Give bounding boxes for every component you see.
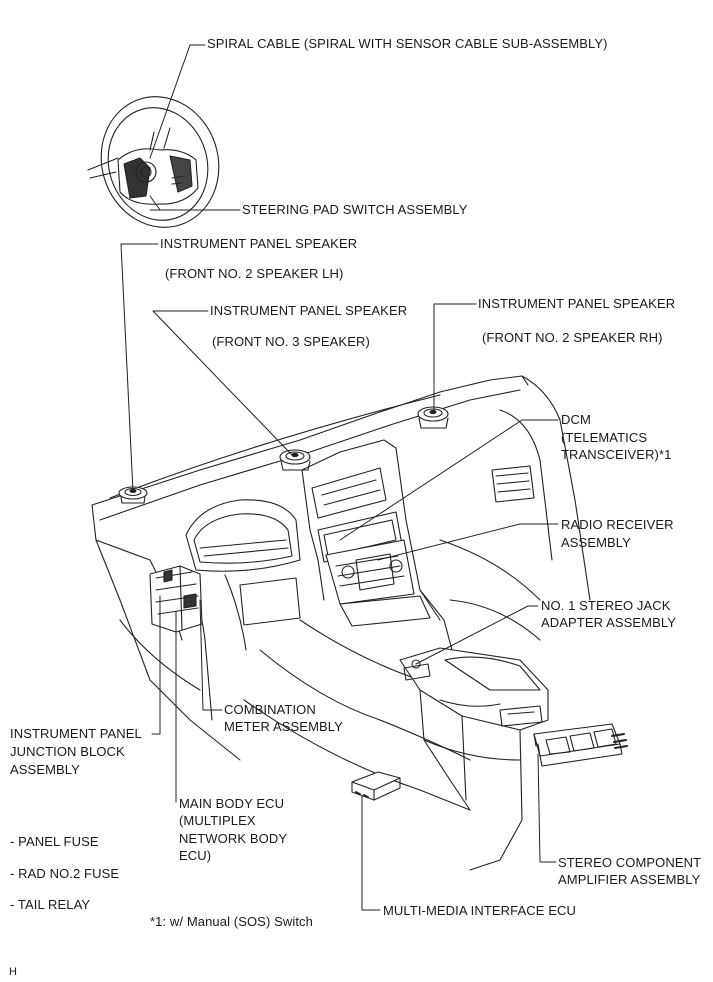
- instrument-panel: [91, 375, 591, 871]
- steering-wheel: [87, 96, 220, 228]
- label-main-body-ecu-line4: ECU): [179, 848, 212, 863]
- label-ip-speaker-no3-sub: (FRONT NO. 3 SPEAKER): [212, 334, 370, 349]
- label-ip-speaker-lh-sub: (FRONT NO. 2 SPEAKER LH): [165, 266, 344, 281]
- label-ip-speaker-rh-sub: (FRONT NO. 2 SPEAKER RH): [482, 330, 663, 345]
- footnote: *1: w/ Manual (SOS) Switch: [150, 914, 313, 929]
- label-ip-speaker-no3-title: INSTRUMENT PANEL SPEAKER: [210, 303, 408, 318]
- leader-lines: [120, 44, 559, 911]
- multi-media-interface-ecu: [351, 771, 401, 801]
- label-radio-receiver-line2: ASSEMBLY: [561, 535, 631, 550]
- label-combination-meter: COMBINATION: [224, 702, 316, 717]
- label-stereo-amplifier: STEREO COMPONENT: [558, 855, 702, 870]
- label-ip-junction-block-line3: ASSEMBLY: [10, 762, 80, 777]
- corner-mark: H: [9, 966, 18, 978]
- stereo-component-amplifier: [533, 723, 628, 767]
- label-combination-meter-line2: METER ASSEMBLY: [224, 719, 343, 734]
- label-radio-receiver: RADIO RECEIVER: [561, 517, 674, 532]
- label-ip-junction-block-line2: JUNCTION BLOCK: [10, 744, 125, 759]
- label-dcm-line3: TRANSCEIVER)*1: [561, 447, 672, 462]
- label-ip-speaker-rh-title: INSTRUMENT PANEL SPEAKER: [478, 296, 676, 311]
- label-multi-media-ecu: MULTI-MEDIA INTERFACE ECU: [383, 903, 576, 918]
- label-ip-junction-block: INSTRUMENT PANEL: [10, 726, 142, 741]
- label-steering-pad-switch: STEERING PAD SWITCH ASSEMBLY: [242, 202, 468, 217]
- note-rad-fuse: - RAD NO.2 FUSE: [10, 866, 120, 881]
- label-ip-speaker-lh-title: INSTRUMENT PANEL SPEAKER: [160, 236, 358, 251]
- label-main-body-ecu-line2: (MULTIPLEX: [179, 813, 256, 828]
- label-main-body-ecu-line3: NETWORK BODY: [179, 831, 288, 846]
- speaker-front-no2-rh: [417, 406, 449, 429]
- label-stereo-amplifier-line2: AMPLIFIER ASSEMBLY: [558, 872, 701, 887]
- label-dcm: DCM: [561, 412, 591, 427]
- note-panel-fuse: - PANEL FUSE: [10, 834, 99, 849]
- note-tail-relay: - TAIL RELAY: [10, 897, 91, 912]
- label-stereo-jack: NO. 1 STEREO JACK: [541, 598, 671, 613]
- label-dcm-line2: (TELEMATICS: [561, 430, 648, 445]
- label-main-body-ecu: MAIN BODY ECU: [179, 796, 285, 811]
- label-stereo-jack-line2: ADAPTER ASSEMBLY: [541, 615, 677, 630]
- speaker-front-no3: [279, 449, 311, 471]
- label-spiral-cable: SPIRAL CABLE (SPIRAL WITH SENSOR CABLE S…: [207, 36, 608, 51]
